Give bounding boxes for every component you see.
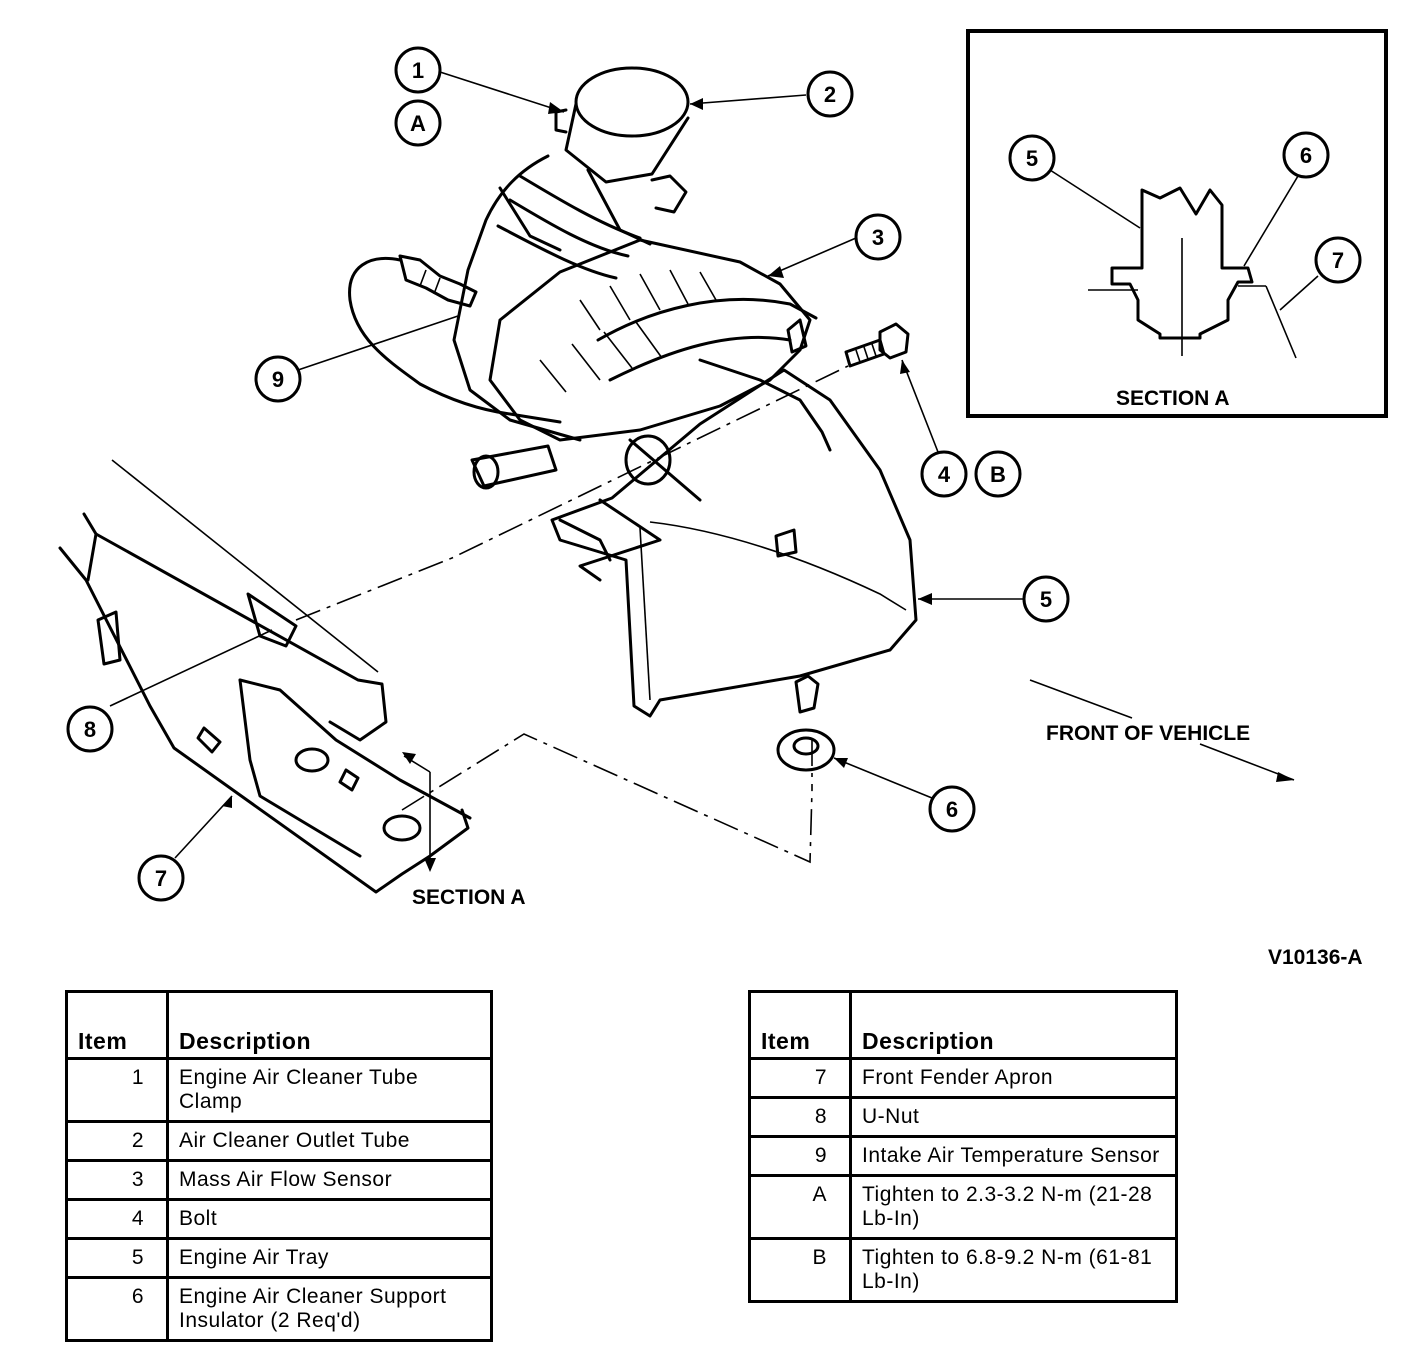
callout-7: 7 bbox=[137, 854, 185, 902]
legend-item-description: Tighten to 2.3-3.2 N-m (21-28 Lb-In) bbox=[849, 1174, 1178, 1240]
legend-item-description: Engine Air Cleaner Support Insulator (2 … bbox=[166, 1276, 493, 1342]
legend-item-number: A bbox=[748, 1174, 852, 1240]
front-of-vehicle-label: FRONT OF VEHICLE bbox=[1046, 722, 1250, 745]
legend-item-number: 5 bbox=[65, 1237, 169, 1279]
callout-a: A bbox=[394, 99, 442, 147]
legend-item-description: Engine Air Cleaner Tube Clamp bbox=[166, 1057, 493, 1123]
svg-text:8: 8 bbox=[84, 717, 96, 742]
section-a-inset: SECTION A bbox=[966, 29, 1388, 418]
callout-3: 3 bbox=[854, 213, 902, 261]
legend-item-number: 4 bbox=[65, 1198, 169, 1240]
callout-b: B bbox=[974, 450, 1022, 498]
svg-text:1: 1 bbox=[412, 58, 424, 83]
legend-item-number: 9 bbox=[748, 1135, 852, 1177]
svg-text:7: 7 bbox=[1332, 248, 1344, 273]
callout-1: 1 bbox=[394, 46, 442, 94]
svg-text:5: 5 bbox=[1040, 587, 1052, 612]
callout-4: 4 bbox=[920, 450, 968, 498]
svg-text:6: 6 bbox=[946, 797, 958, 822]
legend-item-description: Air Cleaner Outlet Tube bbox=[166, 1120, 493, 1162]
legend-right-header-description: Description bbox=[849, 990, 1178, 1060]
leader-lines bbox=[109, 71, 1295, 859]
svg-text:3: 3 bbox=[872, 225, 884, 250]
legend-right-header-item: Item bbox=[748, 990, 852, 1060]
support-insulator-drawing bbox=[776, 674, 836, 772]
section-a-label: SECTION A bbox=[412, 886, 526, 909]
svg-text:2: 2 bbox=[824, 82, 836, 107]
legend-left-header-description: Description bbox=[166, 990, 493, 1060]
figure-code: V10136-A bbox=[1268, 946, 1363, 969]
svg-text:A: A bbox=[410, 111, 426, 136]
svg-text:7: 7 bbox=[155, 866, 167, 891]
svg-text:9: 9 bbox=[272, 367, 284, 392]
air-cleaner-assembly-drawing bbox=[452, 66, 832, 582]
svg-text:5: 5 bbox=[1026, 146, 1038, 171]
legend-item-description: Mass Air Flow Sensor bbox=[166, 1159, 493, 1201]
legend-item-description: Bolt bbox=[166, 1198, 493, 1240]
callout-9: 9 bbox=[254, 355, 302, 403]
svg-text:6: 6 bbox=[1300, 143, 1312, 168]
legend-item-number: 1 bbox=[65, 1057, 169, 1123]
legend-item-description: Engine Air Tray bbox=[166, 1237, 493, 1279]
callout-6: 6 bbox=[928, 785, 976, 833]
alignment-dashed-lines bbox=[295, 365, 849, 864]
legend-item-number: 8 bbox=[748, 1096, 852, 1138]
exploded-parts-diagram: SECTION A bbox=[58, 29, 1388, 909]
inset-callout-5: 5 bbox=[1008, 134, 1056, 182]
section-a-inset-label: SECTION A bbox=[1116, 387, 1230, 410]
svg-text:4: 4 bbox=[938, 462, 951, 487]
legend-item-number: 7 bbox=[748, 1057, 852, 1099]
callout-8: 8 bbox=[66, 705, 114, 753]
legend-item-description: Intake Air Temperature Sensor bbox=[849, 1135, 1178, 1177]
legend-item-description: U-Nut bbox=[849, 1096, 1178, 1138]
inset-callout-7: 7 bbox=[1314, 236, 1362, 284]
legend-item-description: Tighten to 6.8-9.2 N-m (61-81 Lb-In) bbox=[849, 1237, 1178, 1303]
fender-apron-drawing bbox=[58, 459, 472, 894]
legend-item-number: 6 bbox=[65, 1276, 169, 1342]
intake-air-temp-sensor-drawing bbox=[348, 254, 562, 424]
engine-air-tray-drawing bbox=[550, 368, 918, 718]
legend-item-description: Front Fender Apron bbox=[849, 1057, 1178, 1099]
legend-item-number: B bbox=[748, 1237, 852, 1303]
callout-2: 2 bbox=[806, 70, 854, 118]
svg-text:B: B bbox=[990, 462, 1006, 487]
inset-callout-6: 6 bbox=[1282, 131, 1330, 179]
callout-5: 5 bbox=[1022, 575, 1070, 623]
legend-left-header-item: Item bbox=[65, 990, 169, 1060]
bolt-drawing bbox=[844, 322, 910, 368]
legend-item-number: 3 bbox=[65, 1159, 169, 1201]
legend-item-number: 2 bbox=[65, 1120, 169, 1162]
